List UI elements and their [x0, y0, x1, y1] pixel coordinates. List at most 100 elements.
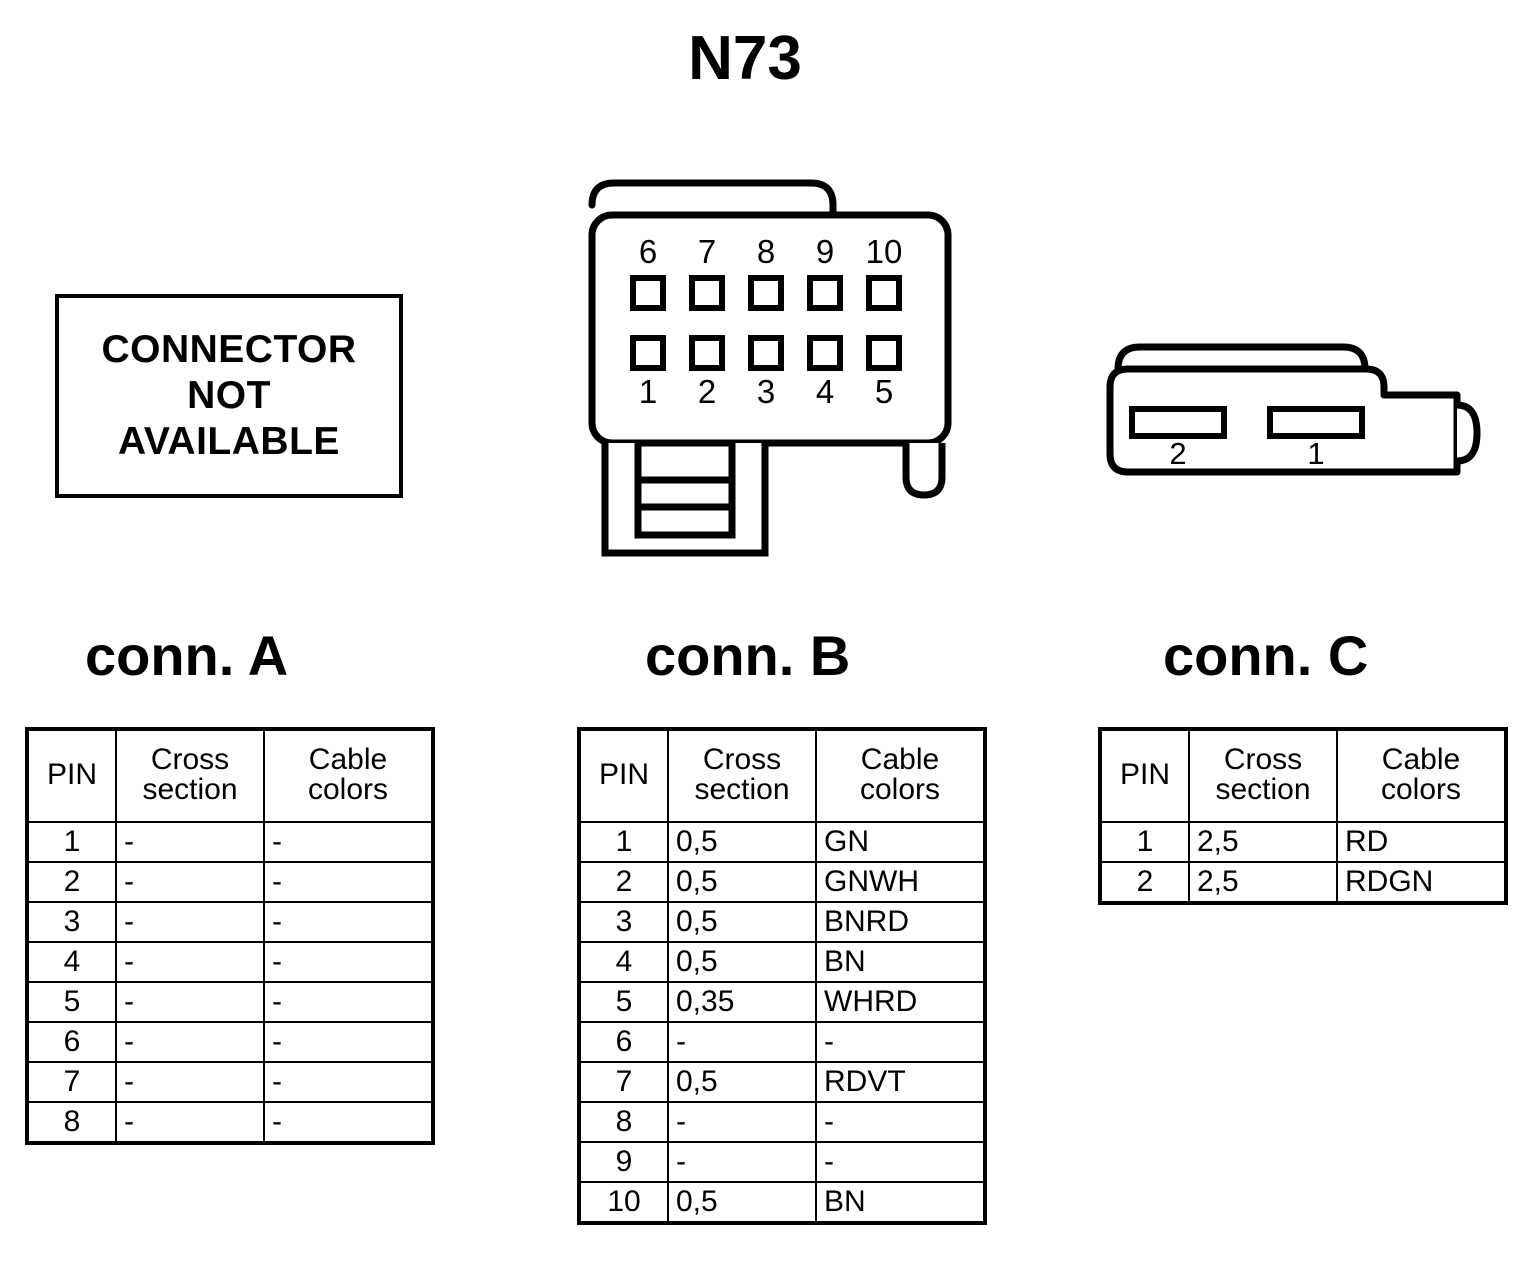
pin-cavity-5 [866, 335, 902, 371]
cell-pin: 7 [27, 1061, 117, 1103]
header-cross-line1: Cross [150, 743, 230, 776]
header-cross-line2: section [142, 773, 238, 806]
table-row: 5-- [27, 981, 433, 1023]
table-row: 2-- [27, 861, 433, 903]
cell-cable-colors: - [815, 1101, 985, 1143]
pin-slot-1 [1267, 406, 1365, 439]
pin-label-7: 7 [697, 233, 717, 270]
cell-pin: 2 [579, 861, 669, 903]
cell-pin: 2 [27, 861, 117, 903]
cell-cable-colors: - [263, 1061, 433, 1103]
na-line-1: CONNECTOR [101, 327, 357, 371]
cell-cable-colors: GNWH [815, 861, 985, 903]
cell-cross-section: - [115, 1021, 265, 1063]
table-row: 6-- [27, 1021, 433, 1063]
cell-cross-section: - [115, 1101, 265, 1143]
pin-label-c-2: 2 [1169, 436, 1187, 471]
cell-pin: 3 [579, 901, 669, 943]
pin-cavity-10 [866, 275, 902, 311]
header-cross-line1: Cross [1223, 743, 1303, 776]
pin-label-2: 2 [697, 373, 717, 410]
header-pin: PIN [1100, 729, 1190, 823]
cell-cross-section: - [115, 941, 265, 983]
table-row: 6-- [579, 1021, 985, 1063]
cell-cable-colors: WHRD [815, 981, 985, 1023]
table-header-row: PIN Cross section Cable colors [1100, 729, 1506, 823]
pin-cavity-7 [689, 275, 725, 311]
pin-label-3: 3 [756, 373, 776, 410]
table-header-row: PIN Cross section Cable colors [27, 729, 433, 823]
pin-label-c-1: 1 [1307, 436, 1325, 471]
cell-pin: 6 [27, 1021, 117, 1063]
cell-cross-section: - [667, 1101, 817, 1143]
connector-c-diagram: 2 1 [1085, 325, 1495, 485]
pin-cavity-6 [630, 275, 666, 311]
header-color-line1: Cable [860, 743, 940, 776]
cell-cross-section: 0,5 [667, 861, 817, 903]
cell-cable-colors: RDGN [1336, 861, 1506, 903]
header-pin: PIN [579, 729, 669, 823]
cell-cable-colors: - [263, 821, 433, 863]
cell-cross-section: - [115, 861, 265, 903]
table-row: 4-- [27, 941, 433, 983]
cell-pin: 4 [27, 941, 117, 983]
cell-pin: 8 [27, 1101, 117, 1143]
latch-flap-shape-c [1114, 343, 1369, 391]
heading-conn-c: conn. C [1163, 624, 1369, 687]
cell-cross-section: 0,5 [667, 941, 817, 983]
pin-label-10: 10 [865, 233, 903, 270]
conn-a-pin-table: PIN Cross section Cable colors 1--2--3--… [27, 729, 433, 1143]
cell-pin: 8 [579, 1101, 669, 1143]
header-color-line2: colors [1380, 773, 1462, 806]
header-cable-colors: Cable colors [815, 729, 985, 823]
table-row: 1-- [27, 821, 433, 863]
header-cross-line1: Cross [702, 743, 782, 776]
header-cross-section: Cross section [667, 729, 817, 823]
table-row: 9-- [579, 1141, 985, 1183]
cell-cable-colors: BN [815, 1181, 985, 1223]
header-cross-line2: section [694, 773, 790, 806]
cell-cross-section: - [667, 1021, 817, 1063]
cell-cable-colors: - [815, 1021, 985, 1063]
table-row: 8-- [579, 1101, 985, 1143]
cell-cross-section: - [115, 1061, 265, 1103]
connector-body-shape [588, 211, 952, 447]
pin-cavity-4 [807, 335, 843, 371]
pin-label-6: 6 [638, 233, 658, 270]
heading-conn-a: conn. A [85, 624, 289, 687]
cell-cable-colors: - [263, 1021, 433, 1063]
header-cross-section: Cross section [115, 729, 265, 823]
page-title: N73 [0, 28, 1536, 90]
cell-cable-colors: - [263, 861, 433, 903]
cell-cross-section: 0,5 [667, 901, 817, 943]
cell-pin: 1 [1100, 821, 1190, 863]
header-cross-section: Cross section [1188, 729, 1338, 823]
conn-a-table-frame: PIN Cross section Cable colors 1--2--3--… [25, 727, 435, 1145]
header-color-line2: colors [859, 773, 941, 806]
cell-cable-colors: - [815, 1141, 985, 1183]
pin-label-8: 8 [756, 233, 776, 270]
cell-cable-colors: - [263, 981, 433, 1023]
cell-cable-colors: BNRD [815, 901, 985, 943]
page-title-text: N73 [688, 24, 802, 93]
cell-pin: 10 [579, 1181, 669, 1223]
conn-a-table-body: 1--2--3--4--5--6--7--8-- [27, 821, 433, 1143]
cell-cross-section: 0,35 [667, 981, 817, 1023]
cell-pin: 1 [579, 821, 669, 863]
header-cable-colors: Cable colors [1336, 729, 1506, 823]
pin-label-5: 5 [874, 373, 894, 410]
latch-flap-shape [588, 179, 837, 229]
ladder-block-shape [634, 439, 736, 539]
cell-cable-colors: GN [815, 821, 985, 863]
connector-b-diagram: 6 7 8 9 10 1 2 3 4 5 [575, 165, 965, 560]
